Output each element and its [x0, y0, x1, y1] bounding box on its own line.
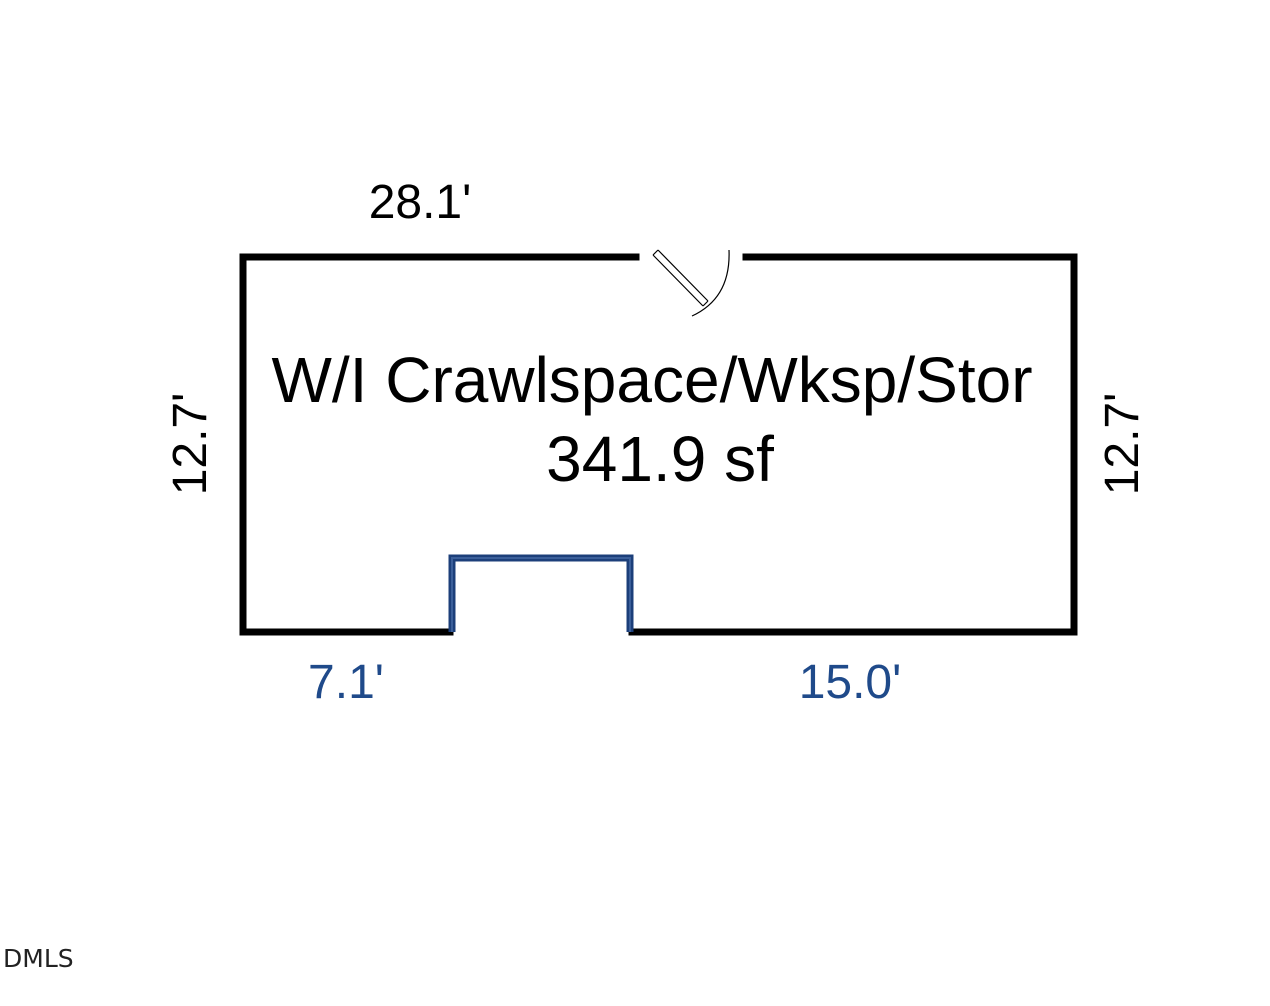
door-arc: [691, 249, 730, 317]
bottom-left-dimension-label: 7.1': [308, 656, 384, 709]
right-dimension-label: 12.7': [1096, 393, 1149, 496]
watermark-logo: DMLS: [3, 944, 74, 973]
top-wall-right-segment: [628, 253, 1078, 636]
room-area-label: 341.9 sf: [546, 423, 774, 495]
room-walls: [239, 253, 1078, 636]
door-swing-icon: [652, 249, 730, 317]
room-name-label: W/I Crawlspace/Wksp/Stor: [271, 344, 1032, 416]
notch-wall-highlight: [451, 557, 631, 632]
notch-wall: [448, 554, 634, 632]
bottom-right-dimension-label: 15.0': [799, 656, 902, 709]
notch-walls: [448, 554, 634, 632]
door-leaf: [652, 249, 709, 307]
top-wall-left-segment: [239, 253, 640, 636]
left-dimension-label: 12.7': [164, 393, 217, 496]
top-dimension-label: 28.1': [369, 176, 472, 229]
